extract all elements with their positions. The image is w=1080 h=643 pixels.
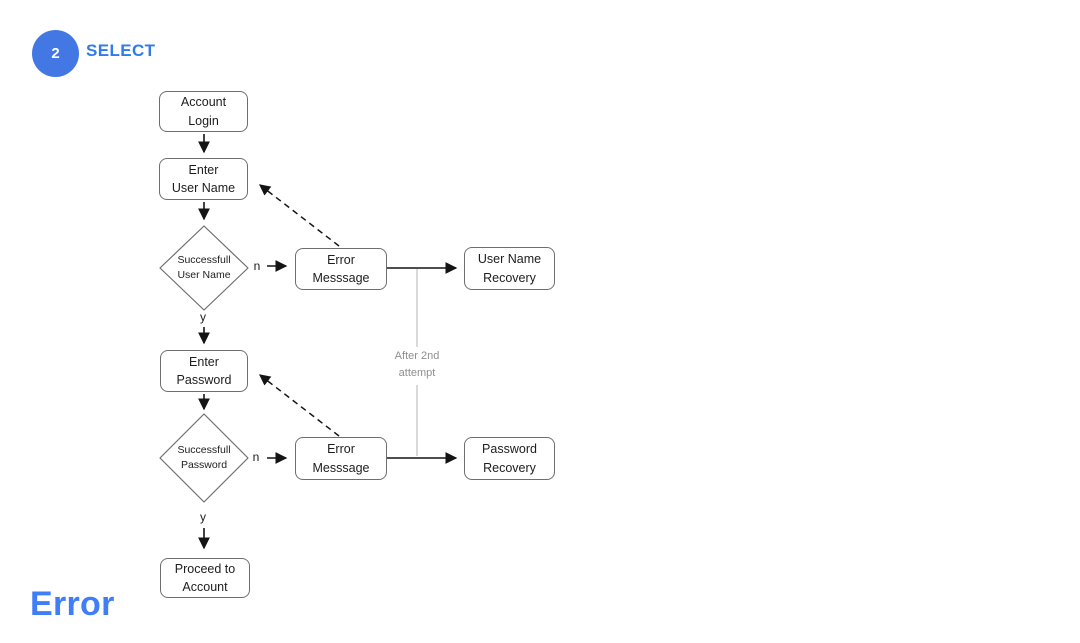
decision-successful-password-label: Successfull Password [177, 444, 231, 472]
step-number: 2 [51, 45, 60, 62]
decision-successful-user-name-label: Successfull User Name [177, 254, 231, 282]
node-error-message-1: Error Messsage [295, 248, 387, 290]
after-2nd-attempt-label: After 2nd attempt [394, 350, 440, 379]
node-account-login: Account Login [159, 91, 248, 132]
step-label: SELECT [86, 41, 156, 60]
decision-successful-password-shape [159, 413, 249, 503]
node-password-recovery: Password Recovery [464, 437, 555, 480]
edge-error-message-1-retry-to-enter-user-name [259, 184, 340, 247]
node-enter-password: Enter Password [160, 350, 248, 392]
page-title: Error [30, 585, 115, 623]
edge-error-message-2-retry-to-enter-password [259, 374, 340, 437]
step-number-badge: 2 [32, 30, 79, 77]
node-proceed-to-account: Proceed to Account [160, 558, 250, 598]
edge-label-no-2: n [252, 450, 260, 464]
edge-label-yes-1: y [200, 310, 206, 324]
edge-label-yes-2: y [200, 510, 206, 524]
node-enter-user-name: Enter User Name [159, 158, 248, 200]
edge-label-no-1: n [253, 259, 261, 273]
node-user-name-recovery: User Name Recovery [464, 247, 555, 290]
node-error-message-2: Error Messsage [295, 437, 387, 480]
decision-successful-user-name-shape [159, 225, 249, 311]
